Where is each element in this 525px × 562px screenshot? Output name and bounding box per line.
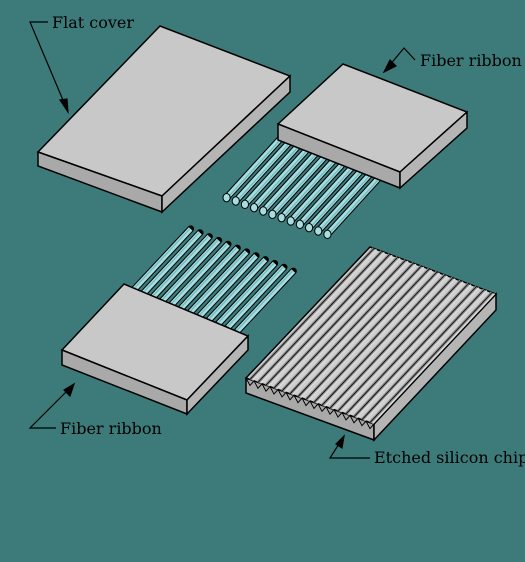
fiber	[142, 231, 202, 295]
v-groove-edge	[257, 251, 383, 383]
v-groove-edge	[313, 271, 438, 403]
fiber-ribbon-bottom-block	[60, 283, 250, 416]
v-groove-edge	[289, 262, 414, 395]
v-groove-highlight	[323, 275, 448, 407]
v-groove-edge	[353, 286, 477, 418]
fiber-shade	[217, 263, 275, 324]
fiber-end	[304, 222, 314, 233]
fiber-ribbon-bottom-block-top	[60, 283, 250, 401]
fiber-end	[231, 196, 240, 206]
flat-cover-label: Flat cover	[52, 13, 134, 32]
etched-chip-label: Etched silicon chip	[374, 448, 525, 467]
etched-chip-leader	[328, 435, 370, 459]
v-groove-edge	[345, 283, 469, 415]
v-groove-highlight	[347, 284, 472, 416]
fiber-shade	[170, 243, 228, 305]
leader-lines	[28, 21, 416, 459]
v-groove-edge	[321, 274, 446, 406]
v-groove-highlight	[283, 260, 409, 393]
fiber-shade	[207, 259, 265, 320]
v-groove-edge	[361, 289, 485, 420]
flat-cover	[36, 25, 292, 214]
fiber-end	[314, 226, 323, 236]
v-groove-highlight	[355, 287, 480, 419]
etched-chip-arrowhead	[335, 434, 345, 450]
v-groove-edge	[337, 280, 461, 412]
flat-cover-leader	[29, 21, 69, 113]
fiber-ribbon-bottom-block-right	[186, 334, 249, 416]
fiber-ribbon-top-block	[276, 63, 469, 190]
fiber	[170, 242, 230, 306]
fiber-end	[222, 192, 231, 203]
fiber	[188, 250, 249, 314]
fiber	[207, 257, 268, 322]
fiber	[151, 234, 212, 299]
fiber-ribbon-bottom-label: Fiber ribbon	[60, 419, 162, 438]
v-groove-highlight	[363, 290, 488, 422]
fiber-shade	[189, 251, 247, 313]
fiber-ribbon-bottom-leader	[28, 383, 75, 429]
chip-sawtooth-edge	[245, 377, 375, 430]
v-groove-edge	[305, 268, 430, 400]
fiber-end	[240, 199, 250, 210]
v-groove-edge	[297, 265, 422, 397]
fiber	[226, 265, 286, 329]
fiber-shade	[161, 240, 219, 301]
v-groove-highlight	[251, 248, 378, 381]
fiber-end	[295, 219, 305, 230]
fiber	[224, 127, 291, 200]
v-groove-highlight	[331, 278, 456, 410]
fiber	[132, 227, 193, 291]
v-groove-edge	[273, 257, 398, 389]
v-groove-edge	[329, 277, 453, 409]
v-groove-highlight	[315, 272, 441, 404]
fiber-ribbon-top-label: Fiber ribbon	[420, 51, 522, 70]
flat-cover-arrowhead	[58, 98, 69, 115]
v-groove-highlight	[275, 257, 401, 390]
fiber-shade	[235, 270, 293, 332]
fiber	[235, 269, 296, 333]
v-groove-highlight	[339, 281, 464, 413]
fiber-shade	[198, 255, 256, 317]
etched-silicon-chip	[244, 246, 498, 442]
fiber-ribbon-bottom-arrowhead	[63, 382, 76, 398]
v-groove-edge	[265, 254, 390, 386]
fiber-ribbon-top-block-right	[399, 110, 468, 190]
fiber-shade	[226, 266, 284, 328]
v-groove-highlight	[307, 269, 433, 402]
chip-v-grooves	[245, 247, 496, 430]
v-groove-highlight	[299, 266, 425, 399]
v-groove-highlight	[291, 263, 417, 396]
bottom-fiber-array	[131, 225, 297, 335]
fiber-end	[259, 206, 268, 216]
fiber-end	[286, 216, 295, 226]
fiber	[160, 238, 221, 303]
fiber-shade	[133, 228, 191, 290]
fiber-shade	[179, 247, 237, 309]
fiber-shade	[142, 232, 200, 294]
v-groove-highlight	[259, 251, 385, 384]
fiber	[179, 246, 240, 310]
fiber-end	[249, 202, 259, 213]
fiber-shade	[151, 236, 209, 297]
fiber	[198, 254, 258, 318]
v-groove-edge	[249, 248, 375, 380]
flat-cover-right	[161, 74, 291, 214]
v-groove-highlight	[267, 254, 393, 387]
fiber-ribbon-top-block-top	[276, 63, 469, 173]
v-groove-highlight	[371, 292, 496, 425]
fiber	[216, 261, 277, 326]
v-groove-edge	[281, 259, 406, 392]
fiber-end	[268, 209, 277, 220]
fiber-end	[323, 229, 332, 240]
v-groove-edge	[369, 292, 493, 423]
fiber-end	[277, 212, 286, 223]
fiber-ribbon-top-arrowhead	[382, 58, 398, 74]
